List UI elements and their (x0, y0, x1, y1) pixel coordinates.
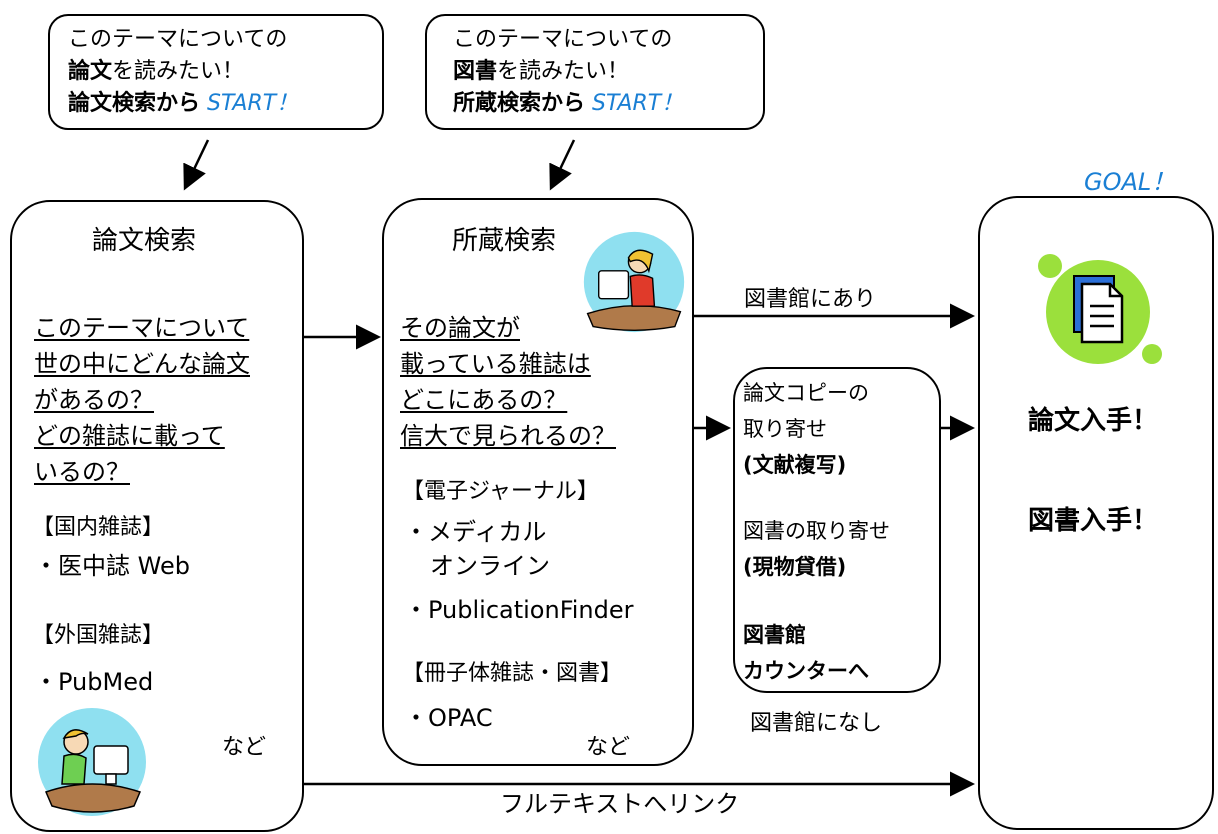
goal-box: 論文入手！ 図書入手！ (978, 196, 1214, 830)
request-line: 論文コピーの (743, 381, 869, 405)
question-line: 世の中にどんな論文 (34, 350, 250, 378)
request-line: 図書館 (743, 623, 806, 647)
question-line: どこにあるの？ (400, 386, 568, 414)
document-icon (1038, 254, 1162, 364)
counter-info: 図書館 カウンターへ (743, 617, 869, 689)
question-line: いるの？ (34, 458, 130, 486)
bubble-keyword: 論文検索から (68, 91, 201, 116)
start-label: START！ (592, 91, 684, 116)
question-line: その論文が (400, 314, 520, 342)
bubble-keyword: 論文 (68, 59, 113, 84)
question-line: 信大で見られるの？ (400, 422, 616, 450)
bubble-keyword: 所蔵検索から (453, 91, 586, 116)
ej-item: ・メディカル (404, 518, 547, 546)
bubble-line: このテーマについての (453, 27, 673, 52)
ej-item: オンライン (430, 552, 550, 580)
bubble-to-paper-arrow (183, 139, 210, 191)
book-obtained: 図書入手！ (1028, 506, 1159, 536)
foreign-header: 【外国雑誌】 (32, 623, 165, 648)
fulltext-label: フルテキストへリンク (500, 790, 740, 818)
question-line: があるの？ (34, 386, 154, 414)
request-line: カウンターへ (743, 659, 869, 683)
bubble-to-holdings-arrow (549, 139, 576, 191)
print-item: ・OPAC (404, 704, 493, 732)
request-line: 図書の取り寄せ (743, 519, 890, 543)
person-at-computer-icon (38, 708, 146, 816)
not-in-library-label: 図書館になし (750, 711, 883, 736)
holdings-search-box: 所蔵検索 その論文が 載っている雑誌は どこにあるの？ 信大で見られるの？ 【電… (382, 198, 694, 766)
paper-search-title: 論文検索 (92, 226, 197, 256)
question-line: どの雑誌に載って (34, 422, 225, 450)
bubble-keyword: 図書 (453, 59, 498, 84)
question-line: 載っている雑誌は (400, 350, 591, 378)
etc-label: など (222, 735, 267, 760)
paper-obtained: 論文入手！ (1028, 406, 1159, 436)
bubble-line: このテーマについての (68, 27, 288, 52)
request-box: 論文コピーの 取り寄せ (文献複写) 図書の取り寄せ (現物貸借) 図書館 カウ… (733, 367, 941, 693)
etc-label: など (586, 735, 631, 760)
question-line: このテーマについて (34, 314, 250, 342)
paper-search-box: 論文検索 このテーマについて 世の中にどんな論文 があるの？ どの雑誌に載って … (10, 200, 304, 832)
bubble-book-start: このテーマについての 図書を読みたい！ 所蔵検索から START！ (425, 14, 765, 130)
bubble-paper-start: このテーマについての 論文を読みたい！ 論文検索から START！ (48, 14, 384, 130)
ej-item: ・PublicationFinder (404, 596, 634, 624)
bubble-text: を読みたい！ (497, 59, 630, 84)
foreign-db-item: ・PubMed (34, 668, 154, 696)
person-at-computer-icon (583, 231, 685, 333)
paper-search-question: このテーマについて 世の中にどんな論文 があるの？ どの雑誌に載って いるの？ (34, 310, 250, 490)
ej-header: 【電子ジャーナル】 (402, 479, 599, 504)
holdings-search-title: 所蔵検索 (452, 226, 557, 256)
request-line: (文献複写) (743, 453, 847, 477)
request-line: 取り寄せ (743, 417, 827, 441)
holdings-search-question: その論文が 載っている雑誌は どこにあるの？ 信大で見られるの？ (400, 310, 616, 454)
print-header: 【冊子体雑誌・図書】 (402, 661, 623, 686)
goal-label: GOAL！ (1084, 168, 1176, 196)
start-label: START！ (207, 91, 299, 116)
domestic-db-item: ・医中誌 Web (34, 552, 190, 580)
bubble-text: を読みたい！ (112, 59, 245, 84)
in-library-label: 図書館にあり (744, 287, 877, 312)
request-line: (現物貸借) (743, 555, 847, 579)
domestic-header: 【国内雑誌】 (32, 515, 165, 540)
loan-request: 図書の取り寄せ (現物貸借) (743, 513, 890, 585)
copy-request: 論文コピーの 取り寄せ (文献複写) (743, 375, 869, 483)
